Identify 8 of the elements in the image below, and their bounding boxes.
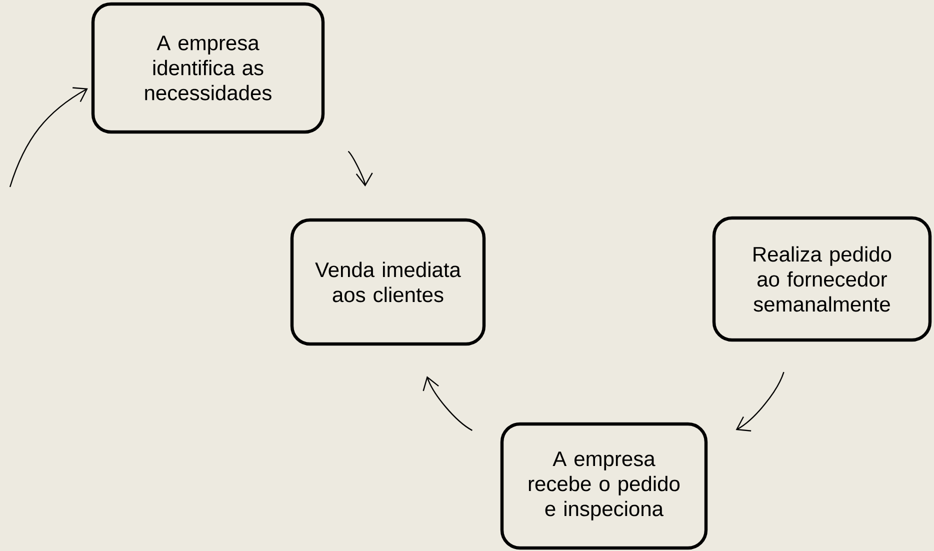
arrow [422, 376, 473, 431]
process-box: Venda imediata aos clientes [290, 218, 486, 346]
arrow [736, 372, 784, 432]
arrow [9, 87, 88, 188]
process-box: A empresa identifica as necessidades [91, 2, 325, 134]
process-box: Realiza pedido ao fornecedor semanalmente [712, 216, 932, 342]
process-box: A empresa recebe o pedido e inspeciona [500, 422, 708, 550]
arrow [348, 150, 373, 186]
